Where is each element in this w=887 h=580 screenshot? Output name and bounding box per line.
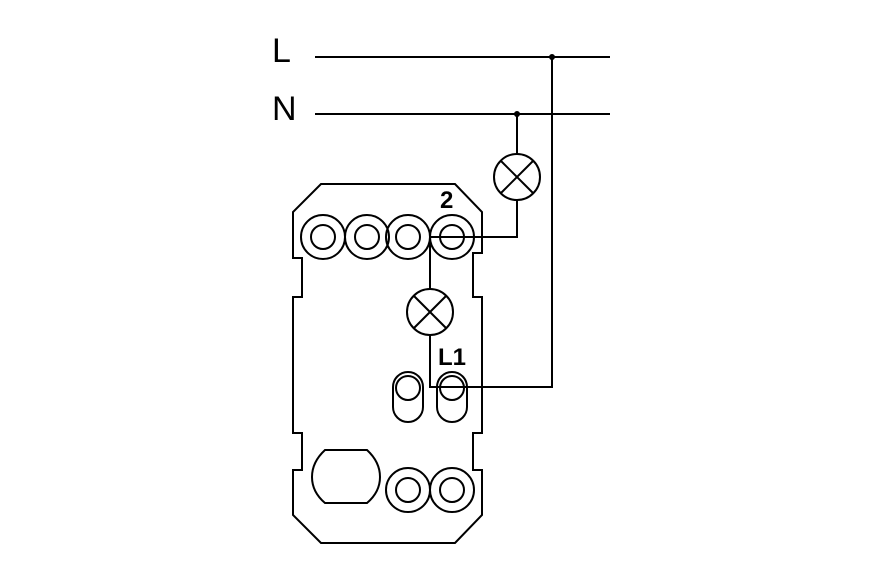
terminal-2-label: 2 [440, 187, 453, 214]
bottom-terminals [385, 467, 475, 513]
line-label: L [272, 32, 291, 70]
neutral-label: N [272, 90, 297, 128]
l1-wire [429, 57, 553, 388]
module-outline [292, 183, 483, 544]
slot-terminals [392, 371, 468, 423]
bottom-opening [310, 449, 382, 504]
lamp-outer [493, 153, 541, 201]
lamp-inner [406, 288, 454, 336]
switch-module: 2 L1 [292, 183, 483, 544]
terminal-l1-label: L1 [438, 344, 466, 371]
supply-wires [315, 54, 610, 388]
top-terminals [300, 214, 475, 260]
